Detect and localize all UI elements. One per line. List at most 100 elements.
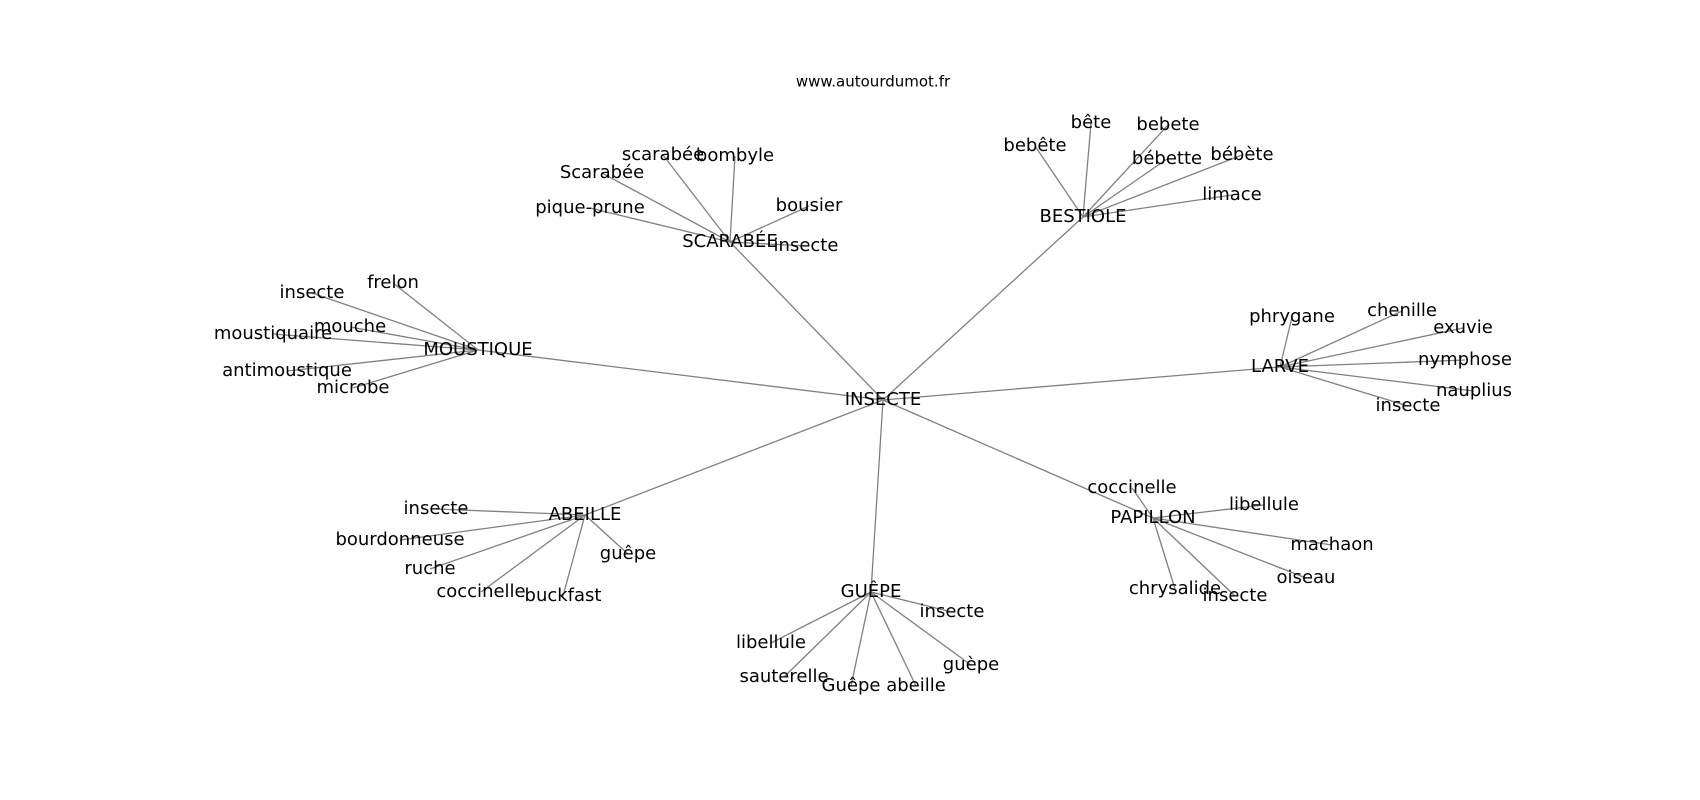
word-node-chenille: chenille [1367, 300, 1437, 321]
edge-guepe-abeille [870, 591, 917, 687]
word-node-insecte: insecte [920, 601, 985, 622]
edge-scarabee-scarabee [601, 172, 731, 243]
hub-node-scarabee: SCARABÉE [682, 230, 778, 252]
edge-moustique-microbe [352, 349, 479, 389]
word-node-guepe: Guêpe [822, 675, 881, 696]
edge-scarabee-scarabee [662, 154, 731, 243]
word-node-insecte: insecte [1376, 395, 1441, 416]
edge-guepe-libellule [770, 591, 872, 644]
edge-scarabee-pique-prune [589, 207, 731, 243]
edge-larve-nauplius [1279, 366, 1475, 392]
edge-scarabee-insecte [729, 241, 807, 247]
word-node-bombyle: bombyle [696, 145, 774, 166]
graph-labels: www.autourdumot.fr scarabéebombyleScarab… [214, 73, 1512, 697]
word-node-exuvie: exuvie [1433, 317, 1493, 338]
edge-moustique-antimoustique [286, 349, 479, 372]
edge-bestiole-bebete [1082, 154, 1243, 218]
word-node-guepe: guèpe [943, 654, 999, 675]
word-node-phrygane: phrygane [1249, 306, 1335, 327]
edge-center-papillon [882, 399, 1154, 519]
edge-papillon-machaon [1152, 517, 1333, 546]
word-node-moustiquaire: moustiquaire [214, 323, 332, 344]
edge-abeille-buckfast [562, 514, 586, 597]
edge-guepe-sauterelle [783, 591, 872, 678]
hub-node-larve: LARVE [1251, 356, 1309, 377]
edge-center-bestiole [882, 216, 1084, 401]
word-node-scarabee: scarabée [622, 144, 704, 165]
edge-bestiole-bebete [1082, 124, 1169, 218]
edge-larve-exuvie [1279, 327, 1464, 368]
word-node-microbe: microbe [317, 377, 390, 398]
edge-moustique-frelon [392, 282, 479, 351]
hub-node-bestiole: BESTIOLE [1039, 206, 1126, 227]
word-node-insecte: insecte [774, 235, 839, 256]
edge-center-moustique [477, 349, 884, 401]
edge-abeille-bourdonneuse [399, 514, 586, 541]
edge-center-abeille [584, 399, 884, 516]
word-node-bebete: bébète [1210, 144, 1273, 165]
word-node-insecte: insecte [1203, 585, 1268, 606]
word-node-libellule: libellule [1229, 494, 1299, 515]
word-node-pique-prune: pique-prune [535, 197, 645, 218]
edge-moustique-mouche [349, 326, 479, 351]
edge-abeille-coccinelle [480, 514, 586, 593]
word-node-ruche: ruche [404, 558, 455, 579]
edge-papillon-insecte [1152, 517, 1236, 597]
word-node-mouche: mouche [314, 316, 386, 337]
hub-node-guepe: GUÊPE [841, 580, 902, 602]
edge-larve-phrygane [1279, 316, 1293, 368]
edge-larve-nymphose [1279, 359, 1466, 368]
edge-center-guepe [870, 399, 884, 593]
edge-moustique-moustiquaire [272, 333, 479, 351]
edge-guepe-guepe [850, 591, 872, 687]
word-node-oiseau: oiseau [1277, 567, 1336, 588]
word-node-antimoustique: antimoustique [222, 360, 352, 381]
word-node-limace: limace [1202, 184, 1262, 205]
edge-bestiole-bebette [1082, 158, 1168, 218]
edge-papillon-chrysalide [1152, 517, 1176, 590]
edge-larve-insecte [1279, 366, 1409, 407]
edge-abeille-guepe [584, 514, 629, 555]
word-node-chrysalide: chrysalide [1129, 578, 1221, 599]
hub-node-abeille: ABEILLE [549, 504, 622, 525]
edge-scarabee-bousier [729, 205, 810, 243]
edge-center-scarabee [729, 241, 884, 401]
word-node-machaon: machaon [1290, 534, 1373, 555]
word-node-bete: bête [1071, 112, 1112, 133]
word-node-bebete: bebete [1136, 114, 1199, 135]
edge-papillon-libellule [1152, 504, 1265, 519]
word-node-bebete: bebête [1003, 135, 1066, 156]
edge-guepe-guepe [870, 591, 972, 666]
edge-abeille-ruche [429, 514, 586, 570]
edge-abeille-insecte [435, 508, 586, 516]
word-node-bebette: bébette [1132, 148, 1202, 169]
word-node-coccinelle: coccinelle [1087, 477, 1176, 498]
word-node-abeille: abeille [886, 675, 946, 696]
edge-moustique-insecte [311, 292, 479, 351]
edge-bestiole-bete [1082, 122, 1092, 218]
edge-scarabee-bombyle [729, 155, 736, 243]
hub-node-papillon: PAPILLON [1110, 507, 1195, 528]
edge-center-larve [882, 366, 1281, 401]
word-node-coccinelle: coccinelle [436, 581, 525, 602]
word-node-nauplius: nauplius [1436, 380, 1512, 401]
site-label: www.autourdumot.fr [796, 73, 951, 91]
word-node-scarabee: Scarabée [560, 162, 644, 183]
edge-papillon-coccinelle [1131, 487, 1154, 519]
edge-guepe-insecte [870, 591, 953, 613]
word-node-bousier: bousier [776, 195, 843, 216]
edge-bestiole-bebete [1034, 145, 1084, 218]
edge-larve-chenille [1279, 310, 1403, 368]
word-node-bourdonneuse: bourdonneuse [335, 529, 464, 550]
edge-bestiole-limace [1082, 194, 1233, 218]
word-node-insecte: insecte [280, 282, 345, 303]
word-node-libellule: libellule [736, 632, 806, 653]
graph-edges [272, 122, 1475, 687]
edge-papillon-oiseau [1152, 517, 1307, 579]
word-node-sauterelle: sauterelle [739, 666, 828, 687]
word-node-frelon: frelon [367, 272, 419, 293]
word-node-insecte: insecte [404, 498, 469, 519]
center-node-insecte: INSECTE [845, 389, 922, 410]
word-node-buckfast: buckfast [525, 585, 602, 606]
